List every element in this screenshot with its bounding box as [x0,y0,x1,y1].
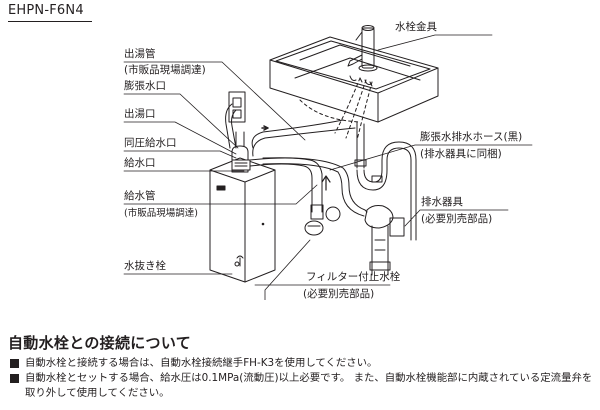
label-water-inlet: 給水口 [124,157,156,169]
leader-lines [123,34,533,300]
power-outlet [225,91,246,149]
note-text: 自動水栓と接続する場合は、自動水栓接続継手FH-K3を使用してください。 [25,357,378,369]
label-expansion-drain-hose: 膨張水排水ホース(黒) [420,131,523,143]
label-drain-fitting: 排水器具 [421,196,463,208]
filter-stop-valve-drawing [304,204,341,236]
bullet-square-icon [10,359,19,368]
note-item: 自動水栓とセットする場合、給水圧は0.1MPa(流動圧)以上必要です。 また、自… [8,371,598,401]
label-filter-stop-valve: フィルター付止水栓 [306,271,401,283]
label-faucet: 水栓金具 [395,21,437,33]
label-expansion-port: 膨張水口 [124,80,166,92]
label-filter-stop-valve-note: (必要別売部品) [303,288,375,300]
notes-list: 自動水栓と接続する場合は、自動水栓接続継手FH-K3を使用してください。 自動水… [8,356,598,401]
sink-basin [269,36,439,141]
label-equal-pressure-inlet: 同圧給水口 [124,137,177,149]
label-water-supply-pipe: 給水管 [124,190,156,202]
note-item: 自動水栓と接続する場合は、自動水栓接続継手FH-K3を使用してください。 [8,356,598,371]
water-supply-pipe [249,157,331,213]
drain-fitting-drawing [364,205,405,276]
label-drain-plug: 水抜き栓 [124,260,166,272]
label-hot-water-outlet: 出湯口 [124,108,156,120]
section-title: 自動水栓との接続について [8,334,192,352]
bullet-square-icon [10,374,19,383]
label-drain-fitting-note: (必要別売部品) [421,213,493,225]
faucet-drawing [347,25,378,72]
installation-diagram [123,25,533,300]
hot-water-pipe [251,119,356,157]
model-number: EHPN-F6N4 [8,3,92,22]
expansion-drain-hose [262,157,368,217]
label-water-supply-pipe-note: (市販品現場調達) [124,208,198,219]
note-text: 自動水栓とセットする場合、給水圧は0.1MPa(流動圧)以上必要です。 また、自… [25,372,593,399]
label-hot-water-pipe-note: (市販品現場調達) [124,64,206,76]
label-hot-water-pipe: 出湯管 [124,48,156,60]
sink-drain-pipe [354,121,417,241]
water-heater-unit [209,131,276,283]
label-expansion-drain-hose-note: (排水器具に同梱) [420,148,502,160]
